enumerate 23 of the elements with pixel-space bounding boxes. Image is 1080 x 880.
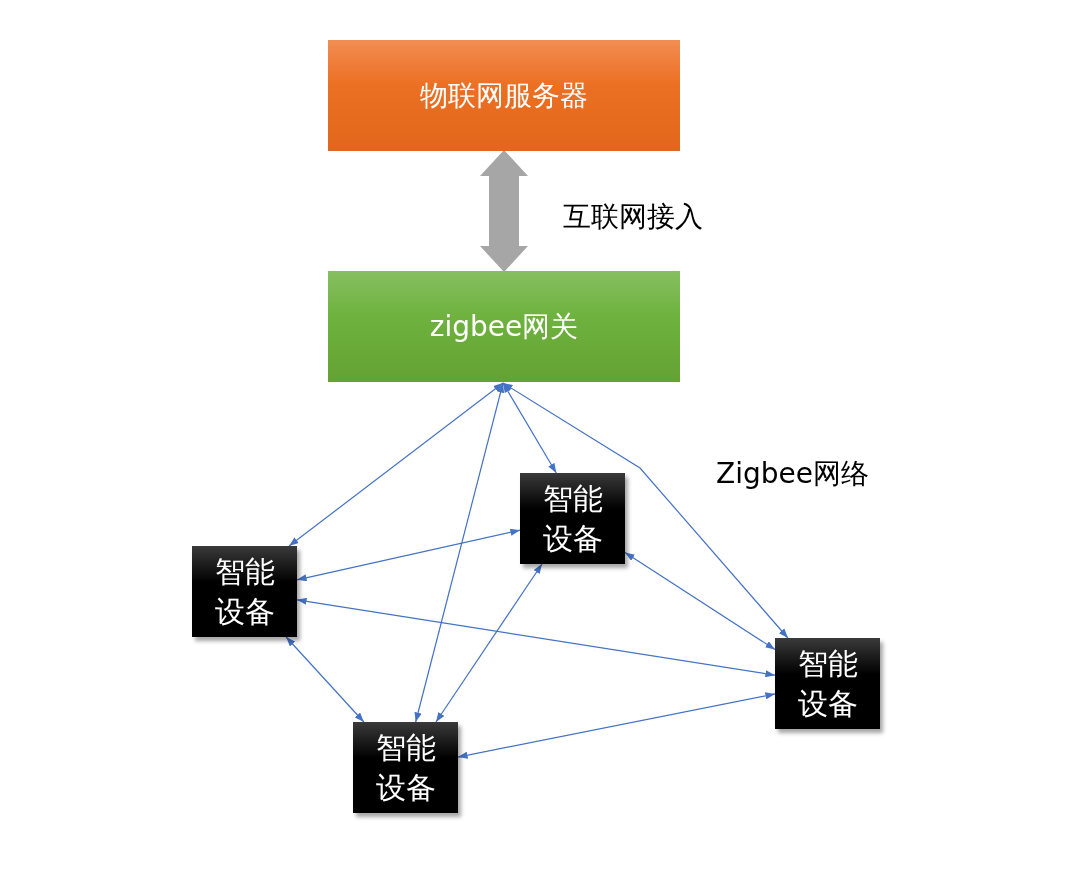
- device-box: [520, 473, 625, 564]
- double-arrow: [480, 150, 528, 272]
- node-label: 智能设备: [213, 552, 276, 631]
- node-label: zigbee网关: [429, 308, 579, 345]
- node-label: 智能设备: [541, 479, 604, 558]
- device-box: [775, 638, 880, 729]
- arrow: [435, 563, 543, 723]
- node-label: 智能设备: [374, 728, 437, 807]
- arrow: [285, 636, 365, 723]
- node-label: 物联网服务器: [420, 77, 588, 114]
- arrow: [457, 692, 776, 759]
- node-label: 智能设备: [796, 644, 859, 723]
- device-box: [192, 546, 297, 637]
- arrow: [296, 528, 521, 582]
- arrow: [624, 551, 776, 651]
- arrow: [502, 382, 789, 639]
- arrow: [288, 382, 504, 547]
- server-box: [328, 40, 680, 151]
- device-box: [353, 722, 458, 813]
- arrow: [502, 382, 557, 474]
- arrow: [414, 382, 505, 723]
- arrow: [296, 597, 776, 678]
- gateway-box: [328, 271, 680, 382]
